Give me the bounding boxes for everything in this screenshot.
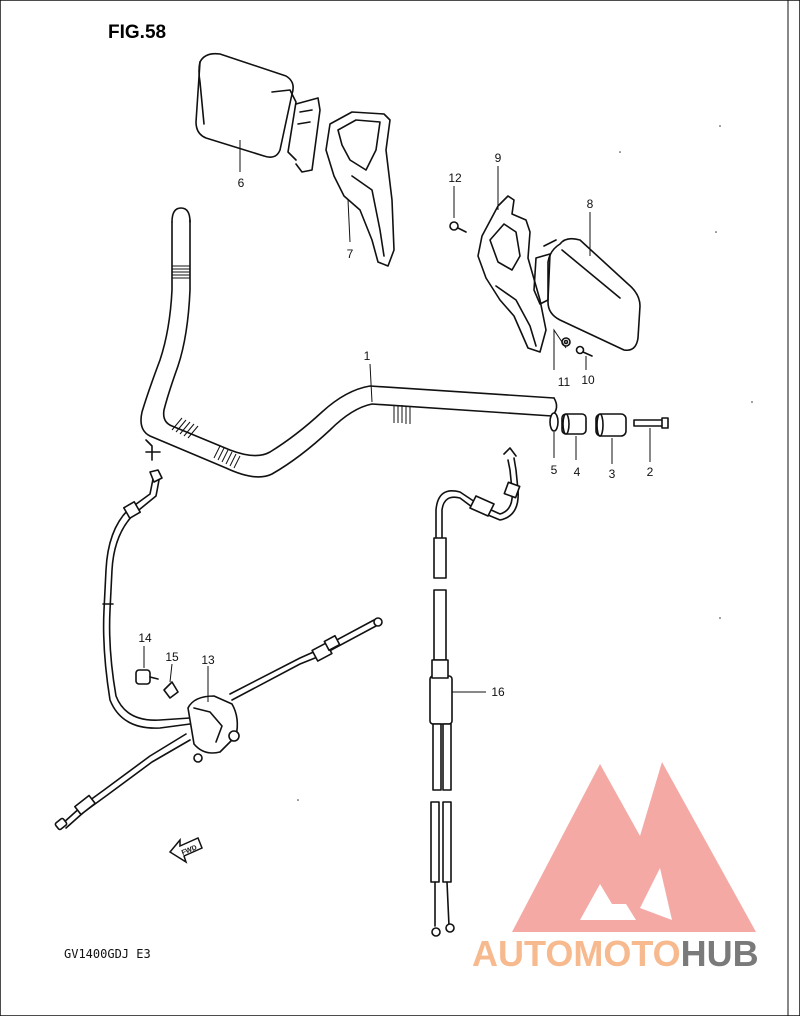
part-12-screw[interactable] (449, 221, 467, 233)
part-16-throttle-cable[interactable] (429, 447, 521, 937)
part-11-washer[interactable] (561, 337, 571, 347)
callout-6: 6 (238, 176, 245, 190)
part-14-bolt[interactable] (135, 669, 159, 685)
part-5-washer[interactable] (549, 412, 559, 432)
part-9-right-bracket[interactable] (477, 195, 547, 353)
part-4-balancer[interactable] (561, 413, 587, 435)
part-3-bar-end-cap[interactable] (595, 413, 627, 437)
callout-8: 8 (587, 197, 594, 211)
callout-9: 9 (495, 151, 502, 165)
callout-5: 5 (551, 463, 558, 477)
watermark-text-dark: HUB (681, 933, 759, 974)
part-2-bolt[interactable] (633, 417, 669, 429)
part-7-left-bracket[interactable] (325, 111, 395, 267)
model-code: GV1400GDJ E3 (64, 947, 151, 961)
callout-12: 12 (448, 171, 462, 185)
part-6-left-mirror[interactable] (195, 52, 321, 173)
callout-3: 3 (609, 467, 616, 481)
figure-title: FIG.58 (108, 22, 166, 43)
callout-16: 16 (491, 685, 505, 699)
callout-2: 2 (647, 465, 654, 479)
callout-labels: 1 2 3 4 5 6 7 8 9 10 11 12 13 14 15 16 (138, 151, 653, 699)
callout-13: 13 (201, 653, 215, 667)
callout-15: 15 (165, 650, 179, 664)
callout-11: 11 (558, 375, 571, 389)
watermark-logo (512, 762, 756, 932)
part-10-screw[interactable] (575, 345, 593, 357)
part-13-cable-assembly[interactable] (54, 439, 383, 831)
callout-7: 7 (347, 247, 354, 261)
part-1-handlebar[interactable] (140, 207, 558, 478)
callout-4: 4 (574, 465, 581, 479)
callout-14: 14 (138, 631, 152, 645)
fwd-arrow: FWD (168, 836, 203, 864)
svg-text:AUTOMOTOHUB: AUTOMOTOHUB (472, 933, 759, 974)
watermark-text-colored: AUTOMOTO (472, 933, 681, 974)
part-15-clamp[interactable] (163, 681, 179, 699)
callout-1: 1 (364, 349, 371, 363)
scan-specks (297, 125, 753, 801)
automotohub-watermark: AUTOMOTOHUB (472, 762, 759, 974)
part-8-right-mirror[interactable] (533, 237, 641, 352)
leader-lines (143, 140, 651, 702)
callout-10: 10 (581, 373, 595, 387)
